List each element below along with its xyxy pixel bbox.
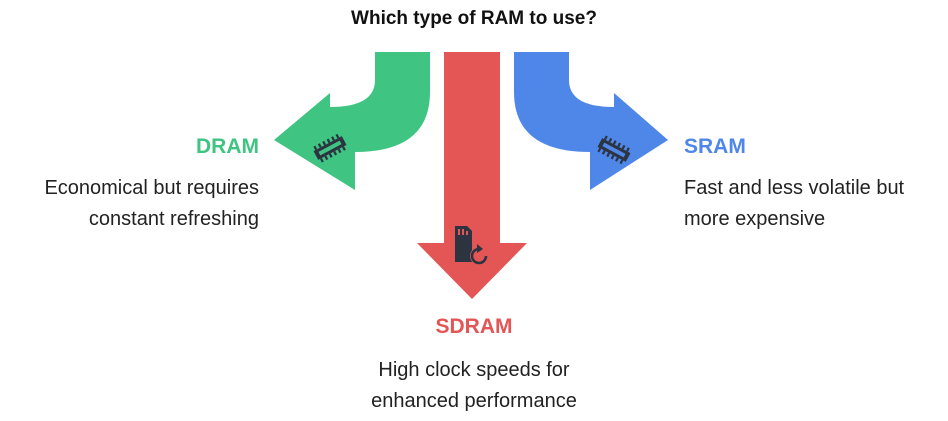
sdram-description: High clock speeds for enhanced performan… bbox=[0, 355, 948, 417]
dram-label: DRAM bbox=[196, 135, 259, 158]
sram-description-line: Fast and less volatile but bbox=[684, 177, 905, 199]
dram-description-line: constant refreshing bbox=[88, 208, 259, 230]
dram-arrow-shape bbox=[274, 52, 430, 190]
sram-description-line: more expensive bbox=[684, 208, 826, 230]
sram-description: Fast and less volatile but more expensiv… bbox=[684, 173, 946, 235]
memory-chip-icon bbox=[313, 133, 347, 163]
sram-arrow-shape bbox=[514, 52, 668, 190]
sd-card-refresh-icon bbox=[455, 226, 488, 265]
sdram-description-line: enhanced performance bbox=[371, 390, 577, 412]
sdram-arrow bbox=[417, 52, 527, 299]
dram-description-line: Economical but requires bbox=[44, 177, 259, 199]
sdram-arrow-shape bbox=[417, 52, 527, 299]
dram-arrow bbox=[274, 52, 430, 190]
memory-chip-icon bbox=[597, 135, 631, 165]
sram-label: SRAM bbox=[684, 135, 746, 158]
sdram-label: SDRAM bbox=[435, 315, 513, 338]
dram-description: Economical but requires constant refresh… bbox=[0, 173, 259, 235]
sdram-description-line: High clock speeds for bbox=[378, 359, 570, 381]
diagram-title: Which type of RAM to use? bbox=[351, 8, 597, 29]
sram-arrow bbox=[514, 52, 668, 190]
